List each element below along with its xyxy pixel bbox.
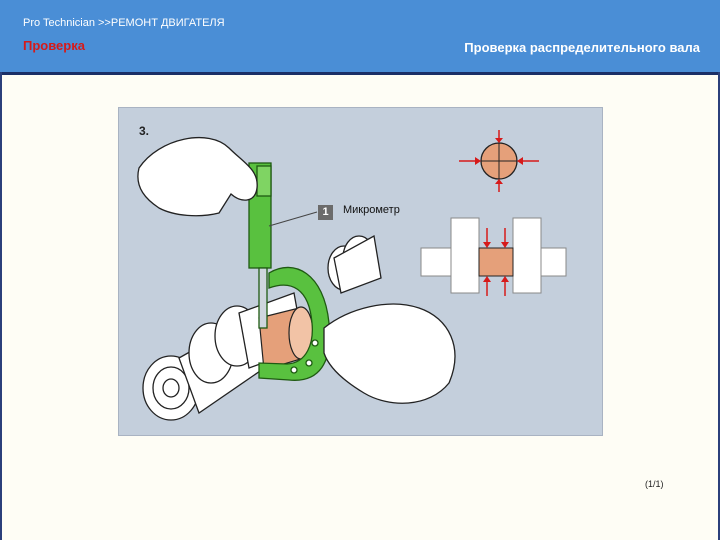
journal-cross-section-diagram: [459, 130, 539, 192]
callout-number-badge: 1: [318, 205, 333, 220]
page-title: Проверка распределительного вала: [464, 40, 700, 55]
breadcrumb: Pro Technician >>РЕМОНТ ДВИГАТЕЛЯ: [23, 17, 225, 29]
frame-left-border: [0, 72, 2, 540]
header-bar: Pro Technician >>РЕМОНТ ДВИГАТЕЛЯ Провер…: [0, 0, 720, 75]
page-counter: (1/1): [645, 479, 664, 489]
journal-side-diagram: [420, 217, 567, 296]
section-label: Проверка: [23, 38, 85, 53]
illustration-panel: 3. 1 Микрометр: [118, 107, 603, 436]
callout-label: Микрометр: [343, 204, 400, 216]
camshaft-micrometer-illustration: [137, 130, 567, 421]
left-hand: [137, 136, 258, 217]
step-number: 3.: [139, 124, 150, 138]
right-hand: [323, 303, 456, 404]
frame-right-border: [718, 72, 720, 540]
callout-leader: [268, 211, 318, 227]
